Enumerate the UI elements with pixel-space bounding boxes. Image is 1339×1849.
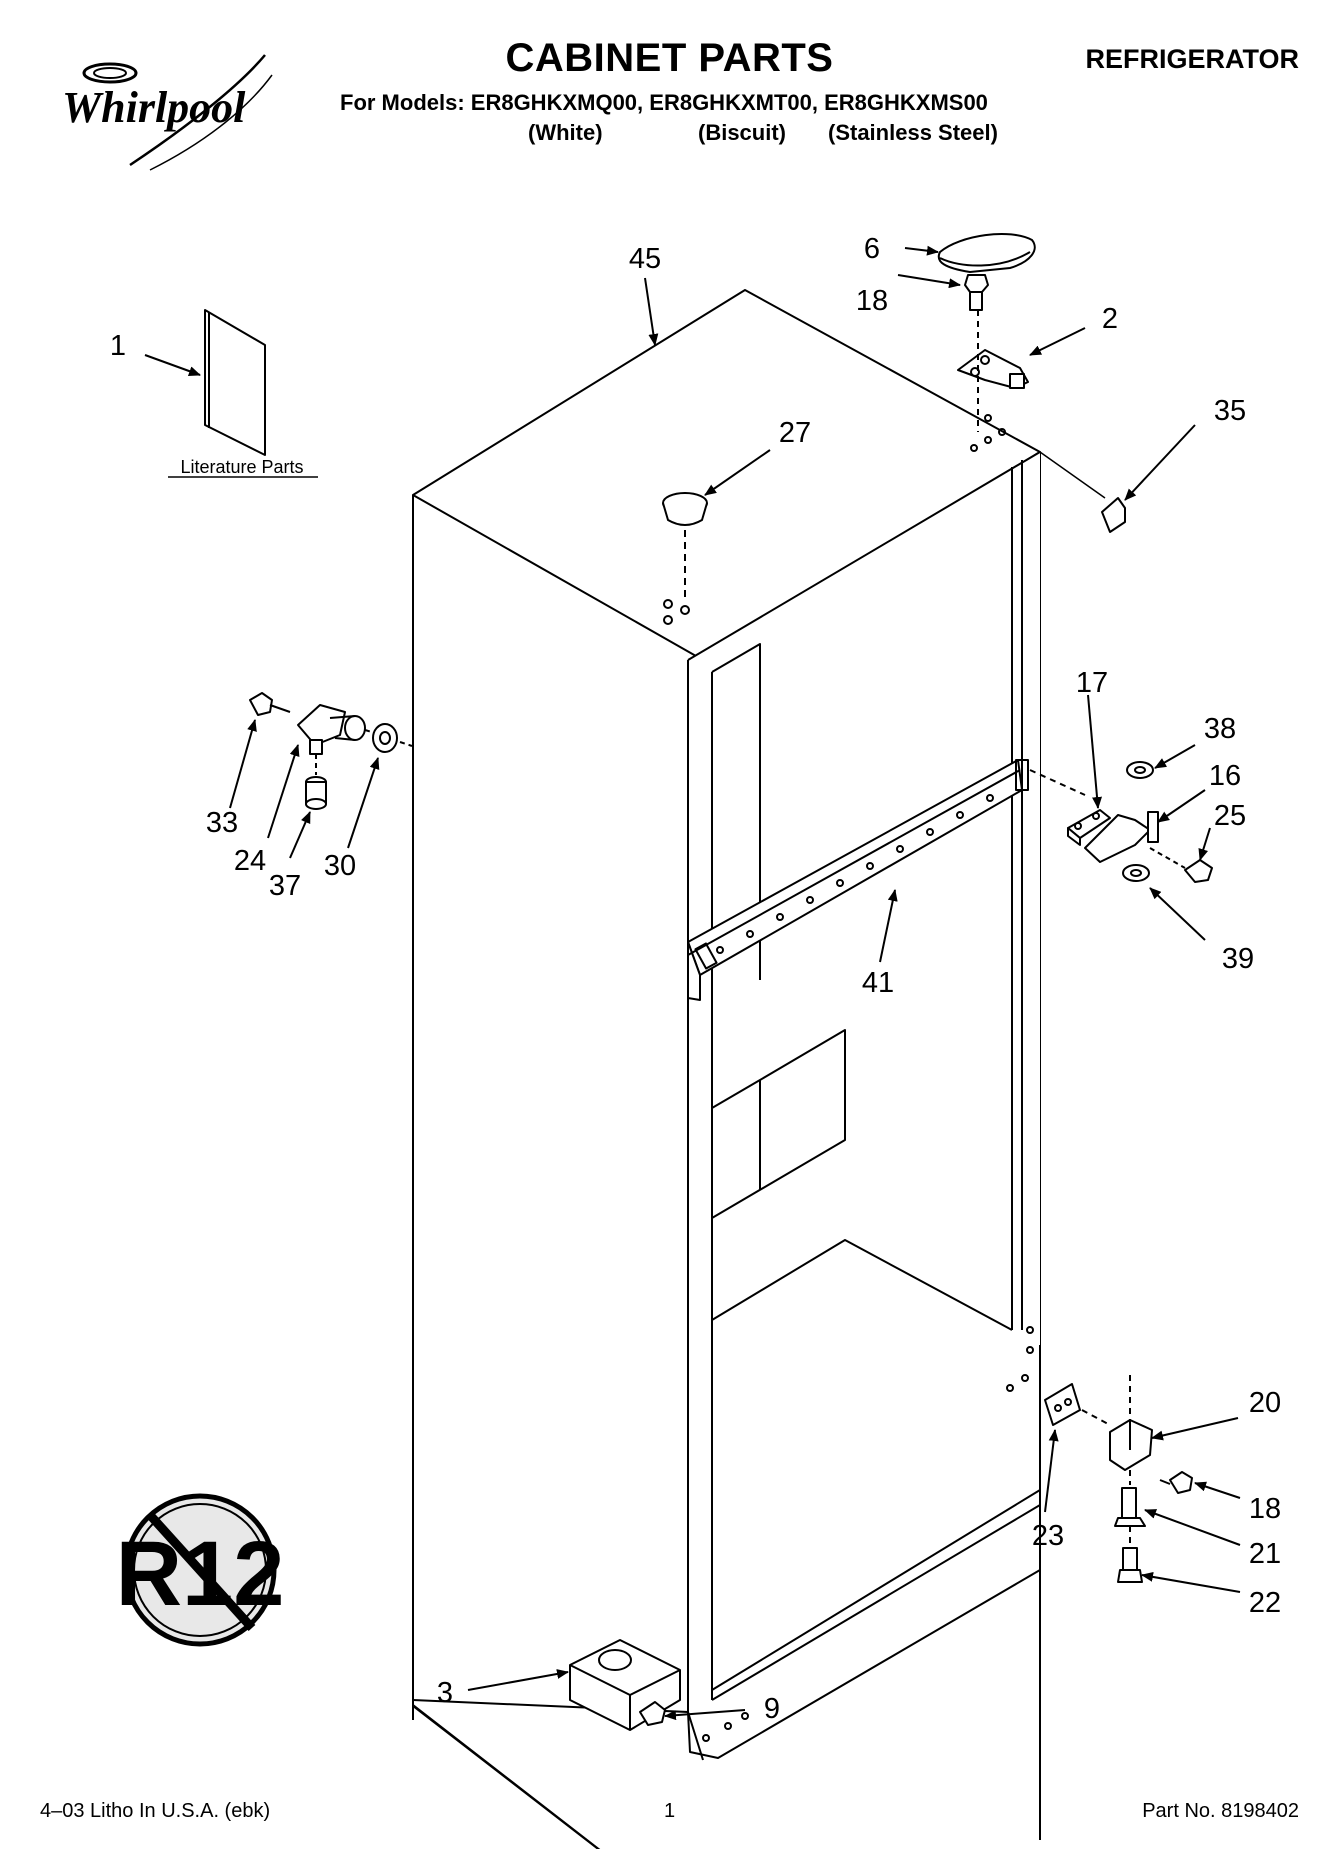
part-24-hinge-pin-bracket <box>297 704 366 755</box>
part-18-screw-bottom <box>1159 1471 1193 1494</box>
part-33-screw-left <box>249 692 291 716</box>
models-line: For Models: ER8GHKXMQ00, ER8GHKXMT00, ER… <box>340 90 988 115</box>
callout-39: 39 <box>1222 943 1254 975</box>
variant-white: (White) <box>528 120 603 145</box>
part-30-washer <box>372 723 398 753</box>
part-1-literature-booklet <box>204 309 266 456</box>
callout-38: 38 <box>1204 713 1236 745</box>
part-35-bracket <box>1101 497 1126 533</box>
variant-biscuit: (Biscuit) <box>698 120 786 145</box>
callout-25: 25 <box>1214 800 1246 832</box>
callout-37: 37 <box>269 870 301 902</box>
page-title: CABINET PARTS <box>505 36 834 80</box>
callout-22: 22 <box>1249 1587 1281 1619</box>
callout-27: 27 <box>779 417 811 449</box>
callout-35: 35 <box>1214 395 1246 427</box>
callout-6: 6 <box>864 233 880 265</box>
callout-16: 16 <box>1209 760 1241 792</box>
part-2-top-hinge <box>957 349 1029 389</box>
callout-9: 9 <box>764 1693 780 1725</box>
callout-20: 20 <box>1249 1387 1281 1419</box>
page-number: 1 <box>664 1800 676 1822</box>
whirlpool-swirl-icon <box>82 54 273 171</box>
print-info: 4–03 Litho In U.S.A. (ebk) <box>40 1800 271 1822</box>
part-39-washer <box>1122 864 1150 882</box>
callout-18-bottom: 18 <box>1249 1493 1281 1525</box>
part-38-washer <box>1126 761 1154 779</box>
callout-23: 23 <box>1032 1520 1064 1552</box>
callout-18-top: 18 <box>856 285 888 317</box>
callout-2: 2 <box>1102 303 1118 335</box>
literature-parts-label: Literature Parts <box>180 457 303 477</box>
brand-name: Whirlpool <box>62 83 246 132</box>
cabinet-front <box>412 414 1041 1761</box>
part-21-pin <box>1114 1487 1146 1527</box>
part-27-plug <box>662 492 708 526</box>
callout-30: 30 <box>324 850 356 882</box>
part-20-bottom-hinge <box>1109 1419 1153 1471</box>
callout-24: 24 <box>234 845 266 877</box>
callout-1: 1 <box>110 330 126 362</box>
variant-stainless: (Stainless Steel) <box>828 120 998 145</box>
callout-17: 17 <box>1076 667 1108 699</box>
part-23-shim <box>1044 1383 1081 1426</box>
callout-33: 33 <box>206 807 238 839</box>
part-number: Part No. 8198402 <box>1142 1800 1299 1822</box>
part-6-hinge-cover <box>937 233 1036 273</box>
callout-45: 45 <box>629 243 661 275</box>
appliance-category: REFRIGERATOR <box>1085 44 1299 74</box>
part-9-screw <box>639 1701 666 1726</box>
part-16-center-hinge <box>1084 811 1159 863</box>
r12-prohibited-badge: R12 <box>116 1493 284 1647</box>
part-22-screw <box>1117 1547 1143 1583</box>
leader-arrows <box>144 245 1241 1721</box>
part-37-bushing <box>305 776 327 810</box>
callout-21: 21 <box>1249 1538 1281 1570</box>
part-25-screw <box>1184 859 1213 883</box>
callout-3: 3 <box>437 1677 453 1709</box>
callout-41: 41 <box>862 967 894 999</box>
part-18-screw-top <box>964 274 989 311</box>
part-17-hinge-shim <box>1067 809 1111 846</box>
part-41-rail <box>687 759 1029 1001</box>
